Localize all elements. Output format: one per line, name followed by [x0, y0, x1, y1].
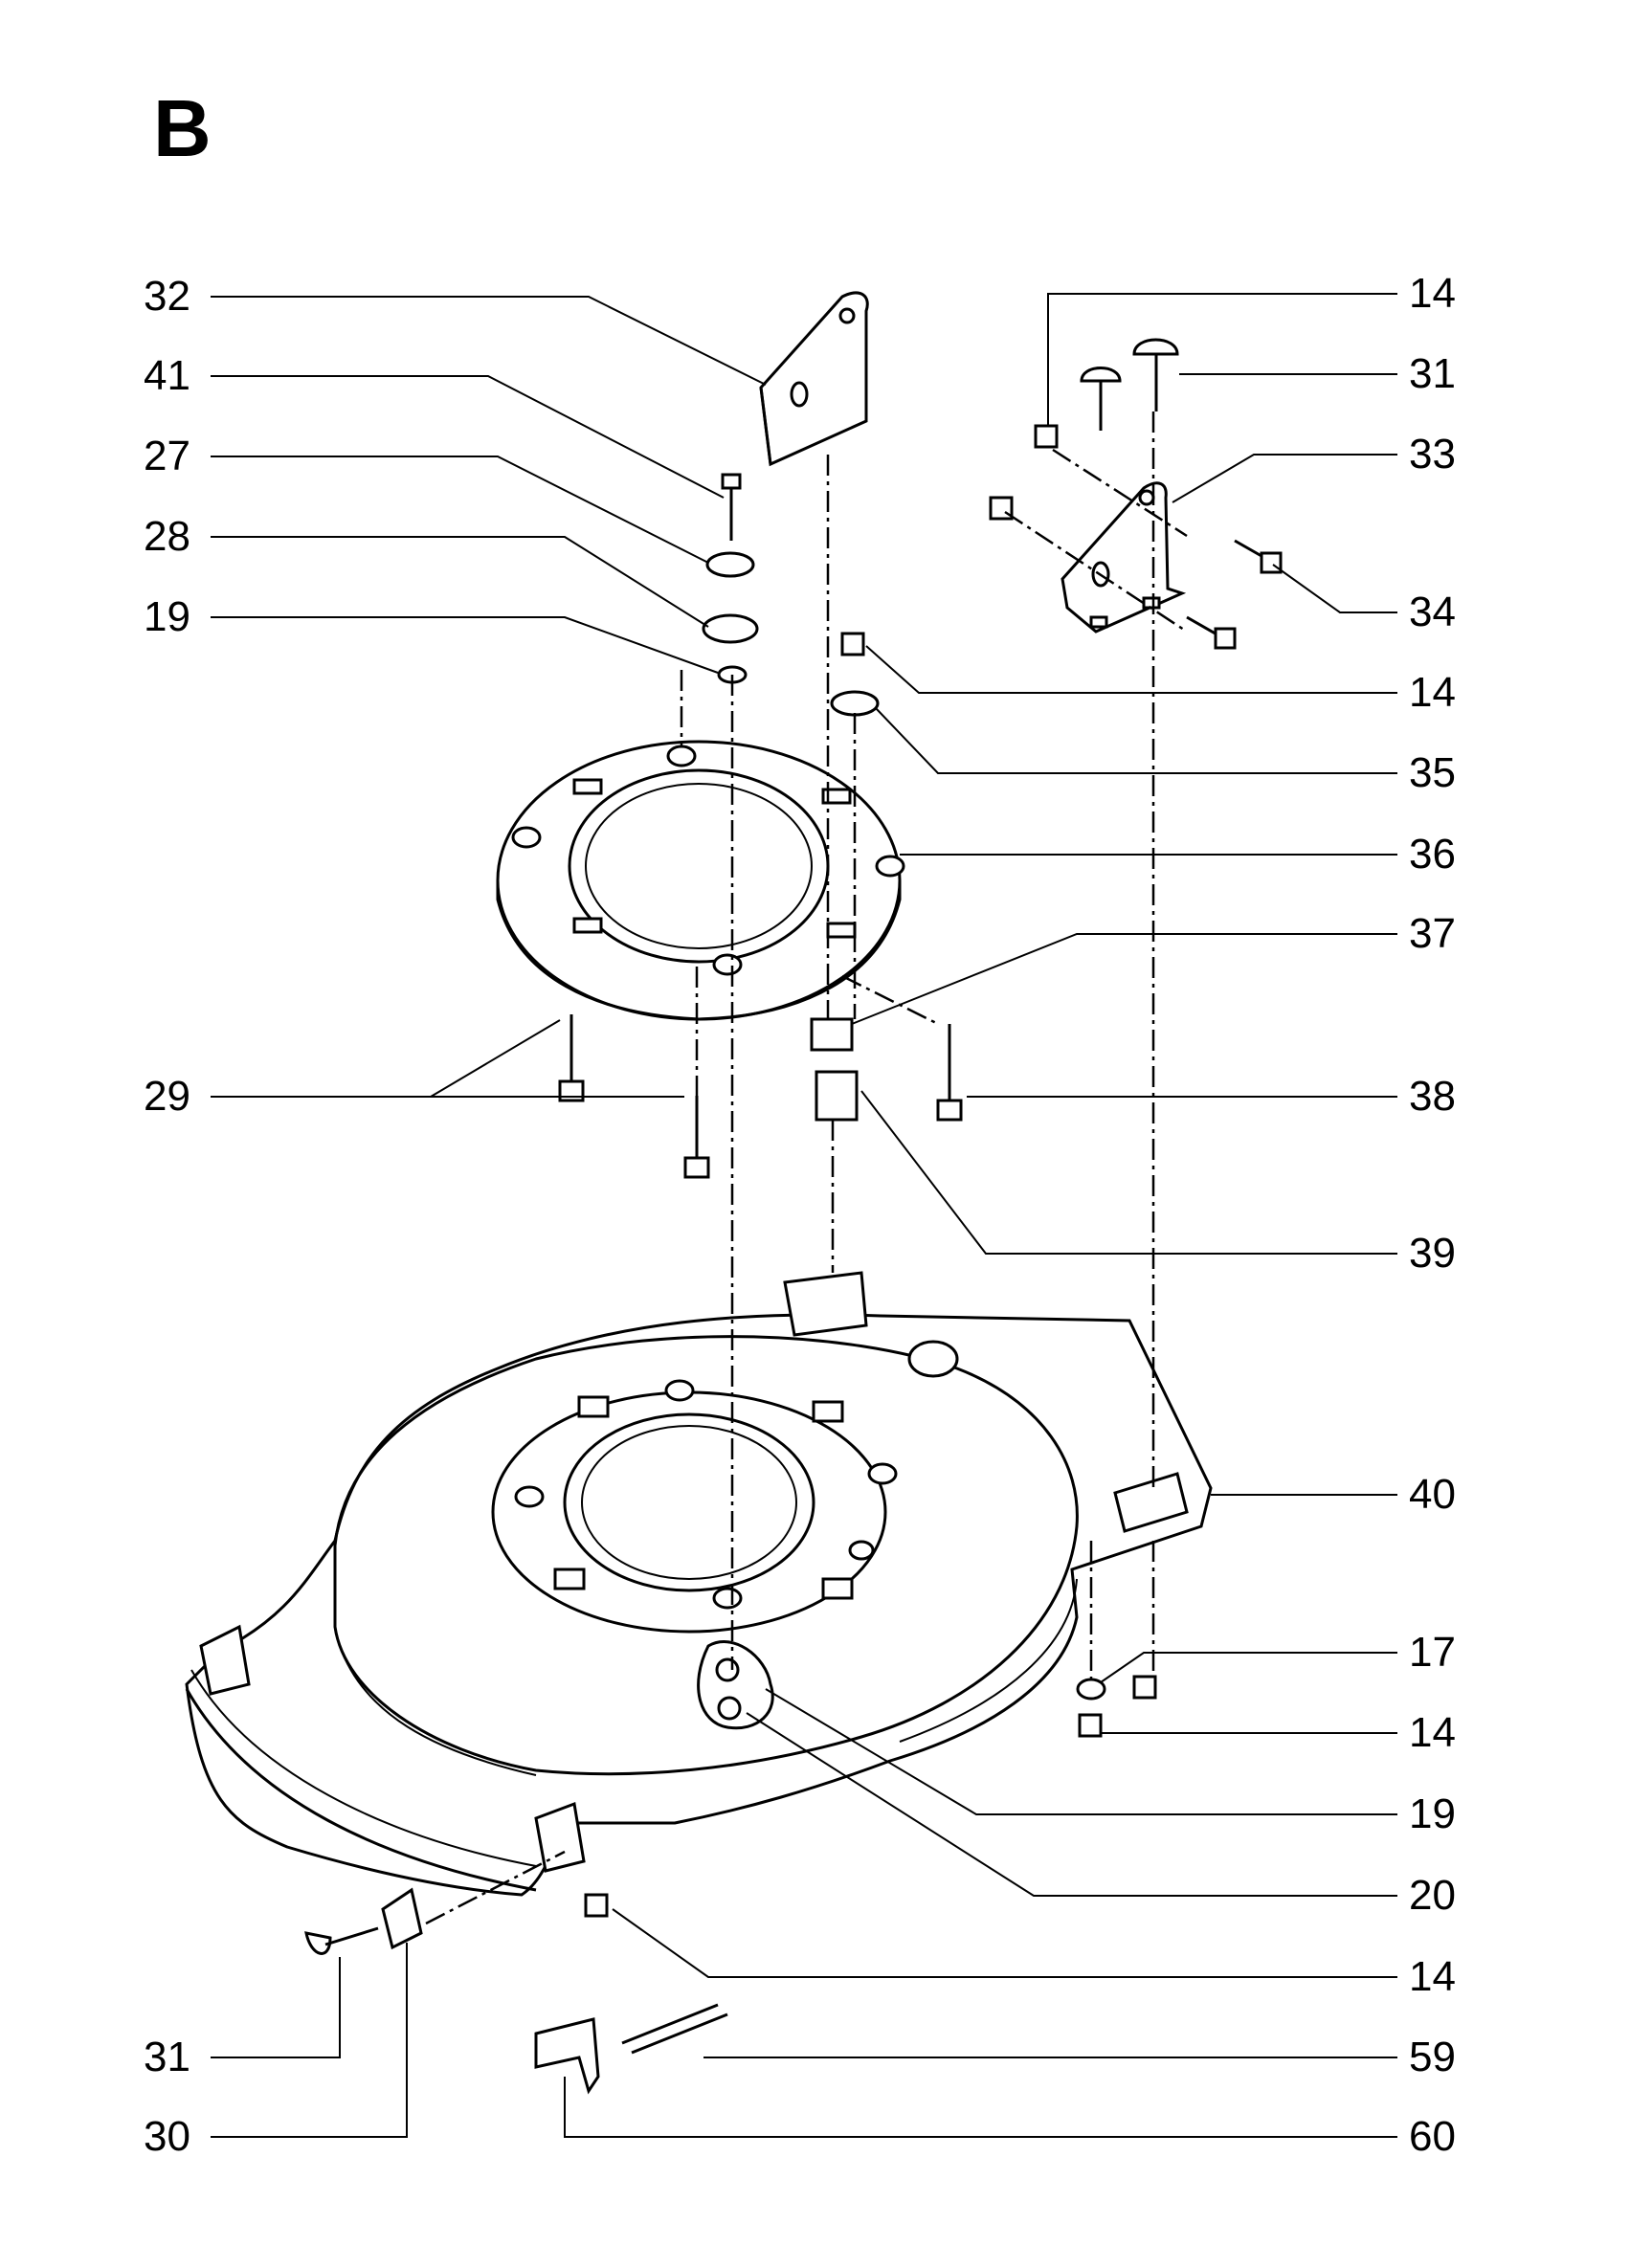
callout-59: 59 — [1409, 2036, 1456, 2079]
alignment-lines — [425, 411, 1188, 1925]
callout-14-b: 14 — [1409, 672, 1456, 714]
callout-41: 41 — [144, 352, 190, 399]
callout-34: 34 — [1409, 591, 1456, 634]
callout-20: 20 — [1409, 1875, 1456, 1917]
callout-14-d: 14 — [1409, 1956, 1456, 1998]
hardware — [304, 338, 1283, 2095]
callout-40: 40 — [1409, 1474, 1456, 1516]
bracket-32 — [759, 291, 869, 467]
callout-38: 38 — [1409, 1076, 1456, 1118]
callout-17: 17 — [1409, 1632, 1456, 1674]
callout-30: 30 — [144, 2113, 190, 2160]
leaders-left — [211, 296, 767, 2138]
callout-28: 28 — [144, 513, 190, 560]
callout-19-right: 19 — [1409, 1793, 1456, 1835]
callout-31: 31 — [1409, 353, 1456, 395]
callout-33: 33 — [1409, 434, 1456, 476]
callout-60: 60 — [1409, 2116, 1456, 2158]
section-letter: B — [153, 83, 212, 173]
callout-39: 39 — [1409, 1233, 1456, 1275]
callout-27: 27 — [144, 433, 190, 479]
callout-32: 32 — [144, 273, 190, 320]
callout-19: 19 — [144, 593, 190, 640]
callout-37: 37 — [1409, 913, 1456, 955]
callout-14-a: 14 — [1409, 273, 1456, 315]
deck-housing — [185, 1271, 1213, 1897]
leaders-right — [564, 293, 1397, 2138]
bracket-33 — [1061, 481, 1187, 634]
callout-35: 35 — [1409, 752, 1456, 794]
mounting-flange — [496, 740, 905, 1021]
callout-31-bottom: 31 — [144, 2034, 190, 2080]
callout-29: 29 — [144, 1073, 190, 1120]
callout-14-c: 14 — [1409, 1712, 1456, 1754]
callout-36: 36 — [1409, 834, 1456, 876]
